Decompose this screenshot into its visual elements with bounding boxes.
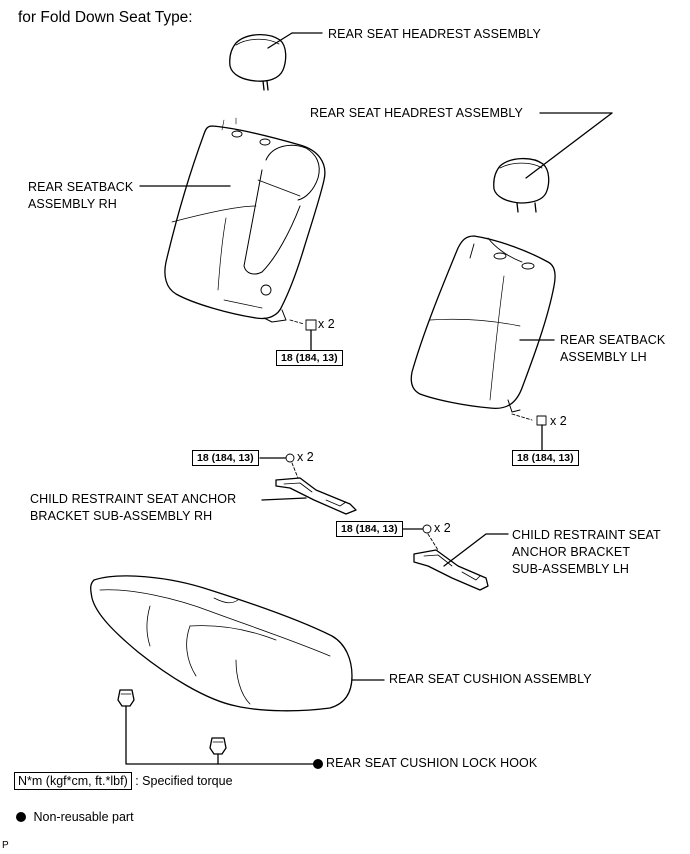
- anchor-bracket-rh-drawing: [259, 453, 357, 515]
- quantity-anchor-rh: x 2: [297, 450, 314, 464]
- torque-spec-anchor-lh: 18 (184, 13): [336, 521, 403, 537]
- seatback-rh-drawing: [139, 117, 326, 351]
- page-title: for Fold Down Seat Type:: [18, 9, 193, 26]
- legend-non-reusable: Non-reusable part: [16, 810, 134, 824]
- quantity-anchor-lh: x 2: [434, 521, 451, 535]
- legend-torque-box: N*m (kgf*cm, ft.*lbf): [14, 772, 132, 790]
- corner-mark: P: [2, 840, 9, 851]
- headrest-top-drawing: [229, 32, 323, 91]
- quantity-seatback-rh: x 2: [318, 317, 335, 331]
- label-anchor-rh-line2: BRACKET SUB-ASSEMBLY RH: [30, 509, 213, 523]
- lock-hook-drawing: [117, 689, 319, 765]
- label-lock-hook: REAR SEAT CUSHION LOCK HOOK: [326, 756, 538, 770]
- label-anchor-rh-line1: CHILD RESTRAINT SEAT ANCHOR: [30, 492, 237, 506]
- anchor-bracket-lh-drawing: [401, 524, 509, 591]
- torque-spec-seatback-rh: 18 (184, 13): [276, 350, 343, 366]
- legend-non-reusable-text: Non-reusable part: [33, 810, 134, 824]
- label-anchor-lh-line2: ANCHOR BRACKET: [512, 545, 631, 559]
- torque-spec-anchor-rh: 18 (184, 13): [192, 450, 259, 466]
- headrest-right-drawing: [493, 112, 613, 213]
- seat-cushion-drawing: [90, 575, 385, 712]
- label-headrest-right: REAR SEAT HEADREST ASSEMBLY: [310, 106, 523, 120]
- label-anchor-lh-line1: CHILD RESTRAINT SEAT: [512, 528, 661, 542]
- non-reusable-marker: [313, 759, 323, 769]
- legend-torque-text: : Specified torque: [135, 774, 233, 788]
- non-reusable-dot-icon: [16, 812, 26, 822]
- seatback-lh-drawing: [410, 235, 556, 451]
- torque-spec-seatback-lh: 18 (184, 13): [512, 450, 579, 466]
- label-seatback-rh-line1: REAR SEATBACK: [28, 180, 134, 194]
- label-seatback-rh-line2: ASSEMBLY RH: [28, 197, 117, 211]
- label-seatback-lh-line1: REAR SEATBACK: [560, 333, 666, 347]
- label-headrest-top: REAR SEAT HEADREST ASSEMBLY: [328, 27, 541, 41]
- label-anchor-lh-line3: SUB-ASSEMBLY LH: [512, 562, 630, 576]
- label-seatback-lh-line2: ASSEMBLY LH: [560, 350, 647, 364]
- label-seat-cushion: REAR SEAT CUSHION ASSEMBLY: [389, 672, 592, 686]
- legend-torque: N*m (kgf*cm, ft.*lbf) : Specified torque: [14, 772, 233, 790]
- quantity-seatback-lh: x 2: [550, 414, 567, 428]
